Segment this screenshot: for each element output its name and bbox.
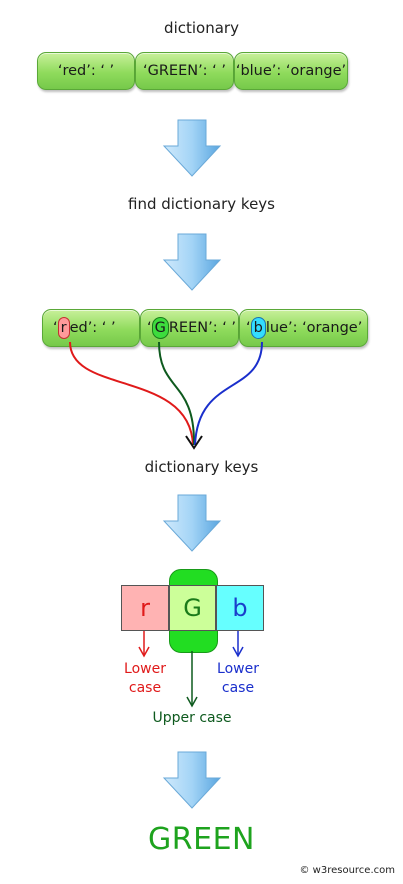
dictionary-title: dictionary: [164, 19, 239, 37]
lower-case-label-right: Lower case: [217, 661, 259, 696]
dict-item-red: ‘red’: ‘ ’: [37, 52, 135, 90]
down-arrow-icon: [162, 494, 222, 552]
green-curve: [158, 341, 196, 446]
dict-item-label: ‘blue’: ‘orange’: [235, 63, 347, 79]
dictionary-keys-label: dictionary keys: [144, 458, 259, 476]
key-rest: REEN’: ‘ ’: [168, 320, 237, 336]
find-keys-label: find dictionary keys: [128, 195, 275, 213]
dict-item-label: ‘red’: ‘ ’: [57, 63, 115, 79]
key-rest: lue’: ‘orange’: [265, 320, 363, 336]
key-first-letter: G: [151, 317, 169, 339]
result-text: GREEN: [148, 822, 255, 857]
blue-curve: [194, 341, 263, 446]
upper-case-label: Upper case: [152, 710, 232, 726]
down-arrow-icon: [162, 233, 222, 291]
footer-credit: © w3resource.com: [299, 865, 395, 876]
key-rest: ed’: ‘ ’: [69, 320, 116, 336]
down-arrow-icon: [162, 751, 222, 809]
red-curve: [69, 341, 194, 446]
dict-item-green: ‘GREEN’: ‘ ’: [135, 52, 234, 90]
letter: b: [232, 594, 248, 622]
quote: ‘: [147, 320, 152, 336]
lower-case-label-left: Lower case: [124, 661, 166, 696]
key-first-letter: r: [57, 317, 70, 339]
quote: ‘: [53, 320, 58, 336]
letter: G: [183, 594, 202, 622]
quote: ‘: [246, 320, 251, 336]
letter: r: [140, 594, 150, 622]
down-arrow-icon: [162, 119, 222, 177]
key-first-letter: b: [250, 317, 266, 339]
arrow-head: [185, 435, 203, 450]
dict-item-label: ‘GREEN’: ‘ ’: [142, 63, 227, 79]
letter-box-r: r: [121, 585, 169, 631]
letter-box-b: b: [216, 585, 264, 631]
dict-item-blue: ‘blue’: ‘orange’: [234, 52, 348, 90]
letter-box-g: G: [169, 585, 216, 631]
